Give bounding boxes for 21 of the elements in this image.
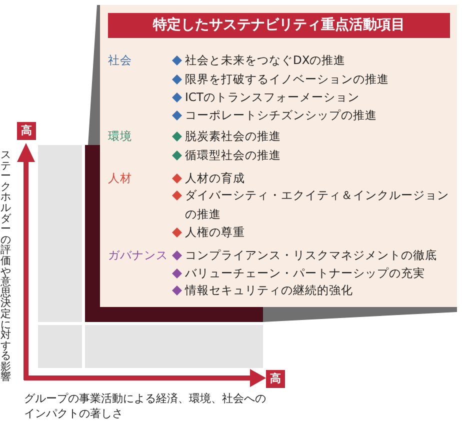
category-label: 社会 xyxy=(108,52,132,69)
activity-item: 情報セキュリティの継続的強化 xyxy=(185,282,354,299)
category-label: ガバナンス xyxy=(108,247,168,264)
axis-end-label: 高 xyxy=(17,122,36,140)
axis-end-label: 高 xyxy=(266,370,285,388)
category-label: 人材 xyxy=(108,170,132,187)
activity-item: ダイバーシティ・エクイティ＆インクルージョンの推進 xyxy=(185,187,450,223)
category-label: 環境 xyxy=(108,128,132,145)
activity-item: 人材の育成 xyxy=(185,170,246,187)
activity-item: バリューチェーン・パートナーシップの充実 xyxy=(185,265,426,282)
activity-item: 人権の尊重 xyxy=(185,224,246,241)
x-axis-title: グループの事業活動による経済、環境、社会へのインパクトの著しさ xyxy=(24,391,267,421)
y-axis-title: ステークホルダーの評価や意思決定に対する影響 xyxy=(0,150,12,384)
activity-item: コンプライアンス・リスクマネジメントの徹底 xyxy=(185,247,438,264)
activity-item: コーポレートシチズンシップの推進 xyxy=(185,107,378,124)
activity-item: 循環型社会の推進 xyxy=(185,147,282,164)
activity-item: 限界を打破するイノベーションの推進 xyxy=(185,71,390,88)
activity-item: 脱炭素社会の推進 xyxy=(185,128,282,145)
activity-item: ICTのトランスフォーメーション xyxy=(185,89,360,106)
activity-item: 社会と未来をつなぐDXの推進 xyxy=(185,52,347,69)
panel-heading: 特定したサステナビリティ重点活動項目 xyxy=(108,13,450,38)
